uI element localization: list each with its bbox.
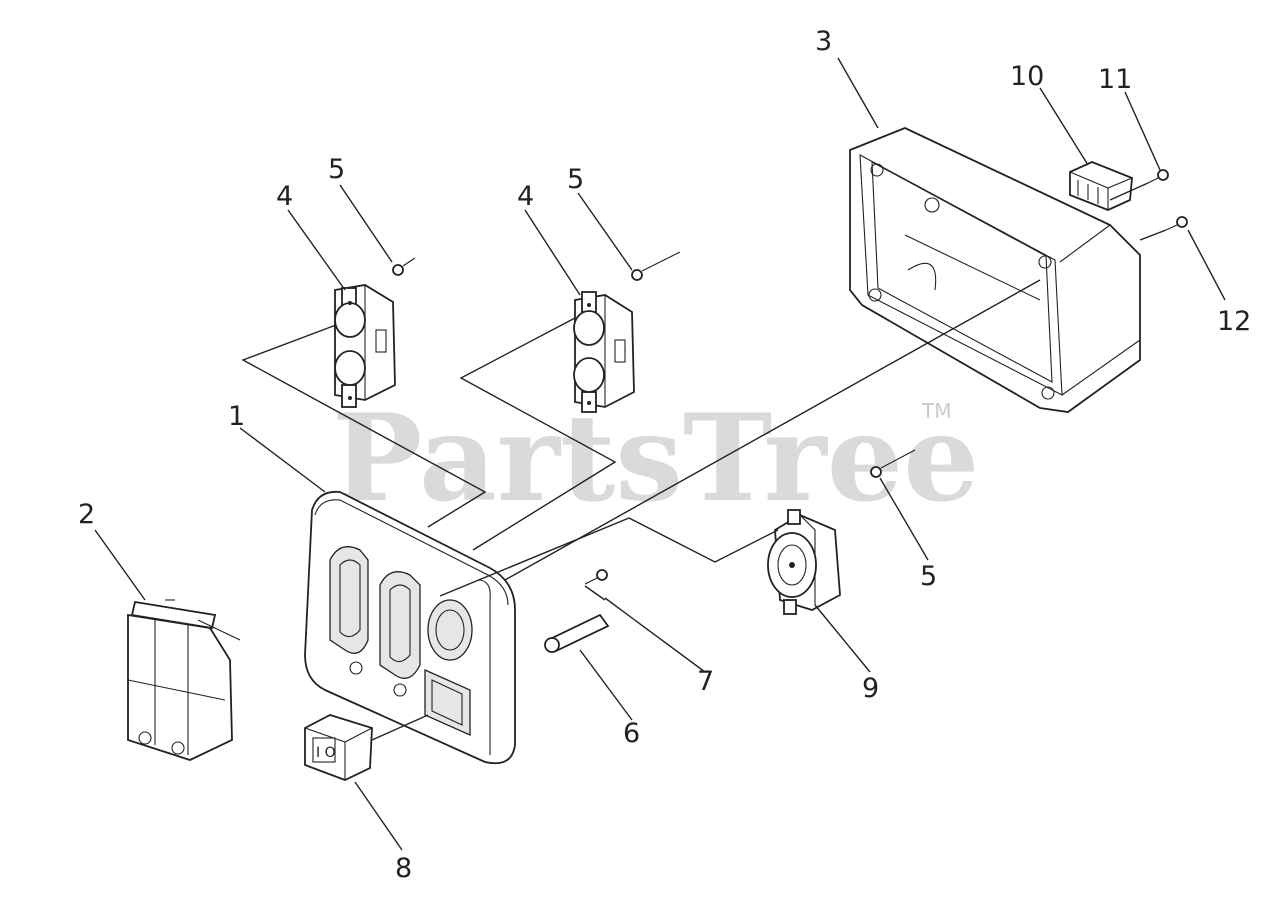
part-12-screw: [1165, 216, 1188, 231]
part-4-receptacle-right: [573, 291, 635, 413]
callout-6: 6: [623, 718, 640, 749]
part-1-faceplate: [304, 490, 516, 765]
callout-2: 2: [78, 499, 95, 530]
part-8-switch: I O: [304, 714, 373, 781]
callout-4-left: 4: [276, 181, 293, 212]
part-4-receptacle-left: [334, 284, 396, 408]
callout-4-right: 4: [517, 181, 534, 212]
part-5-nut-center: [631, 251, 681, 281]
callout-12: 12: [1217, 306, 1251, 337]
callout-1: 1: [228, 401, 245, 432]
assembly-lines: [94, 57, 1226, 851]
callout-11: 11: [1098, 64, 1132, 95]
part-9-twistlock-receptacle: [767, 509, 841, 615]
part-5-nut-left: [392, 257, 416, 276]
part-2-cover-flap: [127, 599, 241, 761]
part-10-connector: [1069, 161, 1133, 211]
callout-labels: 1 2 3 4 4 5 5 5 6 7 8 9 10 11 12: [78, 26, 1251, 884]
part-7-screw: [584, 569, 608, 585]
watermark-trademark: TM: [921, 399, 951, 423]
part-11-screw: [1147, 169, 1169, 184]
callout-5-center: 5: [567, 164, 584, 195]
part-3-outlet-box: [849, 127, 1141, 413]
callout-5-right: 5: [920, 561, 937, 592]
callout-10: 10: [1010, 61, 1044, 92]
part-6-pin: [544, 613, 610, 653]
callout-7: 7: [697, 666, 714, 697]
svg-text:I O: I O: [316, 745, 336, 761]
part-5-nut-right: [870, 449, 916, 478]
callout-9: 9: [862, 673, 879, 704]
callout-8: 8: [395, 853, 412, 884]
callout-5-left: 5: [328, 154, 345, 185]
watermark-text: PartsTree: [332, 388, 979, 529]
callout-3: 3: [815, 26, 832, 57]
